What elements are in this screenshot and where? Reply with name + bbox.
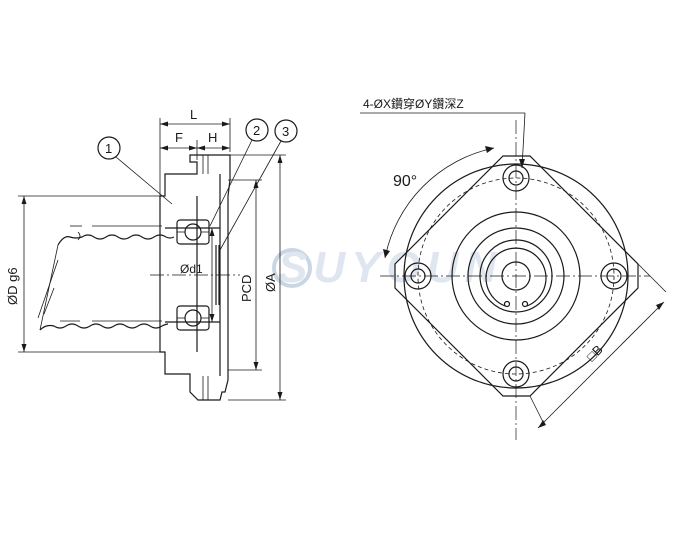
bearing-top (176, 219, 210, 245)
mount-hole-left (404, 262, 432, 290)
square-label: □B (584, 342, 606, 364)
dim-PCD: PCD (239, 275, 254, 302)
svg-text:2: 2 (253, 123, 260, 138)
angle-label: 90° (393, 173, 417, 190)
balloon-1: 1 (97, 136, 173, 205)
flange-body (159, 154, 231, 401)
balloon-3: 3 (219, 119, 298, 251)
dim-L: L (190, 107, 197, 122)
dim-F: F (175, 130, 183, 145)
watermark: SUYOUN (272, 243, 496, 292)
side-view: L F H ØD g6 Ød1 PCD ØA (5, 107, 298, 401)
dim-A: ØA (263, 273, 278, 292)
dim-H: H (208, 130, 217, 145)
svg-text:3: 3 (282, 124, 289, 139)
front-view: 4-ØX鑽穿ØY鑽深Z 90° □B (360, 96, 667, 440)
dim-d1: Ød1 (180, 262, 203, 276)
mount-hole-bottom (502, 360, 530, 388)
balloon-2: 2 (209, 118, 269, 227)
mount-hole-right (600, 262, 628, 290)
dim-D: ØD g6 (5, 267, 20, 305)
screw-shaft (37, 225, 175, 331)
mount-hole-top (502, 164, 530, 192)
svg-text:1: 1 (105, 141, 112, 156)
hole-note: 4-ØX鑽穿ØY鑽深Z (363, 96, 464, 111)
bearing-bottom (176, 305, 210, 331)
